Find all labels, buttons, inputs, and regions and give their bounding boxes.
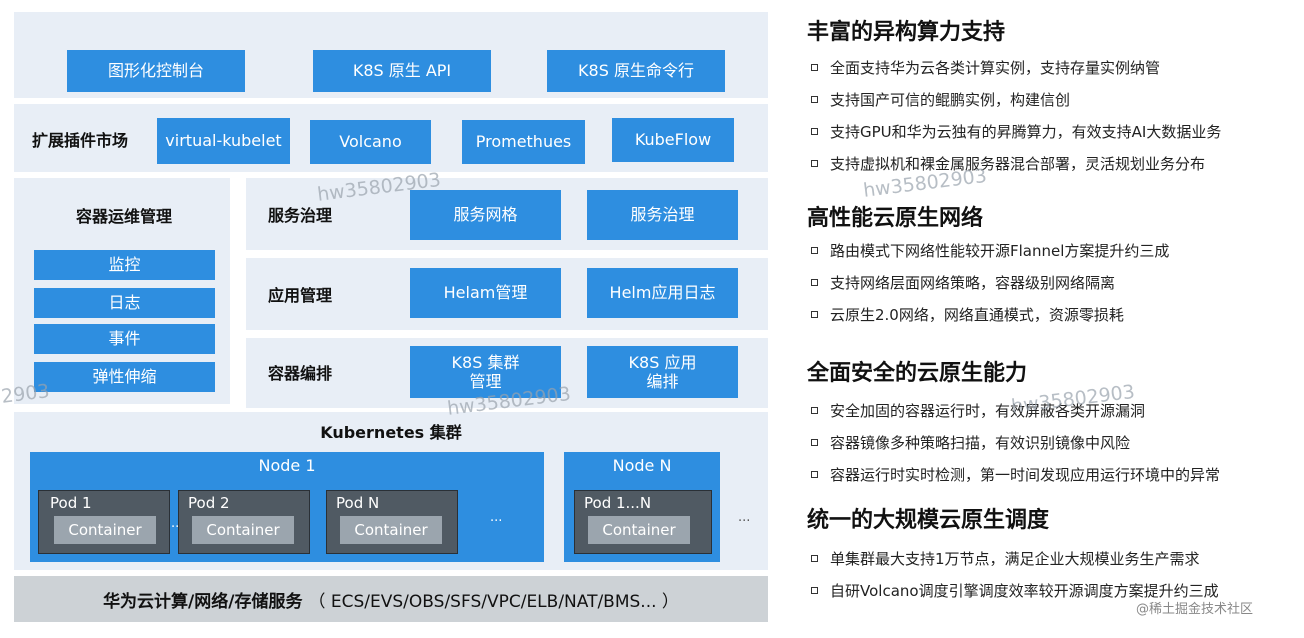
bullet-square-icon xyxy=(811,587,818,594)
bullet-square-icon xyxy=(811,311,818,318)
helm-logs-box: Helm应用日志 xyxy=(587,268,738,318)
feature-2-bullet-1: 路由模式下网络性能较开源Flannel方案提升约三成 xyxy=(811,240,1169,261)
pod-1-n-container: Container xyxy=(588,516,690,544)
k8s-cli-box: K8S 原生命令行 xyxy=(547,50,725,92)
ops-label: 容器运维管理 xyxy=(75,207,172,226)
bullet-square-icon xyxy=(811,160,818,167)
service-mesh-box: 服务网格 xyxy=(410,190,561,240)
source-credit: @稀土掘金技术社区 xyxy=(1136,602,1254,617)
pod-n-label: Pod N xyxy=(336,494,380,512)
bullet-square-icon xyxy=(811,471,818,478)
bullet-square-icon xyxy=(811,439,818,446)
service-gov-label: 服务治理 xyxy=(268,206,333,225)
bullet-square-icon xyxy=(811,407,818,414)
console-box: 图形化控制台 xyxy=(67,50,245,92)
feature-4-bullet-2: 自研Volcano调度引擎调度效率较开源调度方案提升约三成 xyxy=(811,580,1219,601)
plugin-promethues: Promethues xyxy=(462,120,585,164)
bullet-square-icon xyxy=(811,96,818,103)
helm-mgmt-box: Helam管理 xyxy=(410,268,561,318)
plugin-virtual-kubelet: virtual-kubelet xyxy=(157,118,290,164)
feature-2-bullet-2: 支持网络层面网络策略，容器级别网络隔离 xyxy=(811,272,1115,293)
service-gov-box: 服务治理 xyxy=(587,190,738,240)
pod-n-container: Container xyxy=(340,516,442,544)
node-1-ellipsis: ... xyxy=(490,510,503,525)
bullet-square-icon xyxy=(811,128,818,135)
pod-2-label: Pod 2 xyxy=(188,494,230,512)
plugin-volcano: Volcano xyxy=(310,120,431,164)
ops-monitor: 监控 xyxy=(34,250,215,280)
feature-1-bullet-3: 支持GPU和华为云独有的昇腾算力，有效支持AI大数据业务 xyxy=(811,121,1221,142)
node-1-title: Node 1 xyxy=(258,456,316,475)
cluster-title: Kubernetes 集群 xyxy=(320,423,462,442)
infrastructure-label: 华为云计算/网络/存储服务 xyxy=(103,591,303,612)
pod-1-n-label: Pod 1...N xyxy=(584,494,652,512)
feature-4-bullet-1: 单集群最大支持1万节点，满足企业大规模业务生产需求 xyxy=(811,548,1200,569)
ops-autoscaling: 弹性伸缩 xyxy=(34,362,215,392)
bullet-square-icon xyxy=(811,64,818,71)
orchestration-label: 容器编排 xyxy=(268,364,333,383)
feature-heading-3: 全面安全的云原生能力 xyxy=(807,361,1028,386)
ops-logs: 日志 xyxy=(34,288,215,318)
bullet-square-icon xyxy=(811,555,818,562)
feature-1-bullet-2: 支持国产可信的鲲鹏实例，构建信创 xyxy=(811,89,1070,110)
feature-3-bullet-2: 容器镜像多种策略扫描，有效识别镜像中风险 xyxy=(811,432,1130,453)
feature-2-bullet-3: 云原生2.0网络，网络直通模式，资源零损耗 xyxy=(811,304,1124,325)
feature-1-bullet-1: 全面支持华为云各类计算实例，支持存量实例纳管 xyxy=(811,57,1160,78)
feature-heading-1: 丰富的异构算力支持 xyxy=(807,20,1006,45)
cluster-ellipsis: ... xyxy=(738,510,751,525)
feature-heading-2: 高性能云原生网络 xyxy=(807,206,984,231)
app-mgmt-label: 应用管理 xyxy=(268,286,333,305)
infrastructure-bar: 华为云计算/网络/存储服务 （ ECS/EVS/OBS/SFS/VPC/ELB/… xyxy=(14,576,768,622)
plugin-kubeflow: KubeFlow xyxy=(612,118,734,162)
feature-heading-4: 统一的大规模云原生调度 xyxy=(807,508,1050,533)
plugin-market-label: 扩展插件市场 xyxy=(32,131,129,150)
feature-3-bullet-3: 容器运行时实时检测，第一时间发现应用运行环境中的异常 xyxy=(811,464,1220,485)
pod-2-container: Container xyxy=(192,516,294,544)
node-n-title: Node N xyxy=(612,456,672,475)
pod-1-label: Pod 1 xyxy=(50,494,92,512)
feature-1-bullet-4: 支持虚拟机和裸金属服务器混合部署，灵活规划业务分布 xyxy=(811,153,1205,174)
bullet-square-icon xyxy=(811,279,818,286)
bullet-square-icon xyxy=(811,247,818,254)
k8s-cluster-mgmt-box: K8S 集群 管理 xyxy=(410,346,561,398)
ops-events: 事件 xyxy=(34,324,215,354)
k8s-app-orch-box: K8S 应用 编排 xyxy=(587,346,738,398)
pod-1-container: Container xyxy=(54,516,156,544)
k8s-api-box: K8S 原生 API xyxy=(313,50,491,92)
infrastructure-services: （ ECS/EVS/OBS/SFS/VPC/ELB/NAT/BMS... ） xyxy=(308,591,679,612)
feature-3-bullet-1: 安全加固的容器运行时，有效屏蔽各类开源漏洞 xyxy=(811,400,1145,421)
